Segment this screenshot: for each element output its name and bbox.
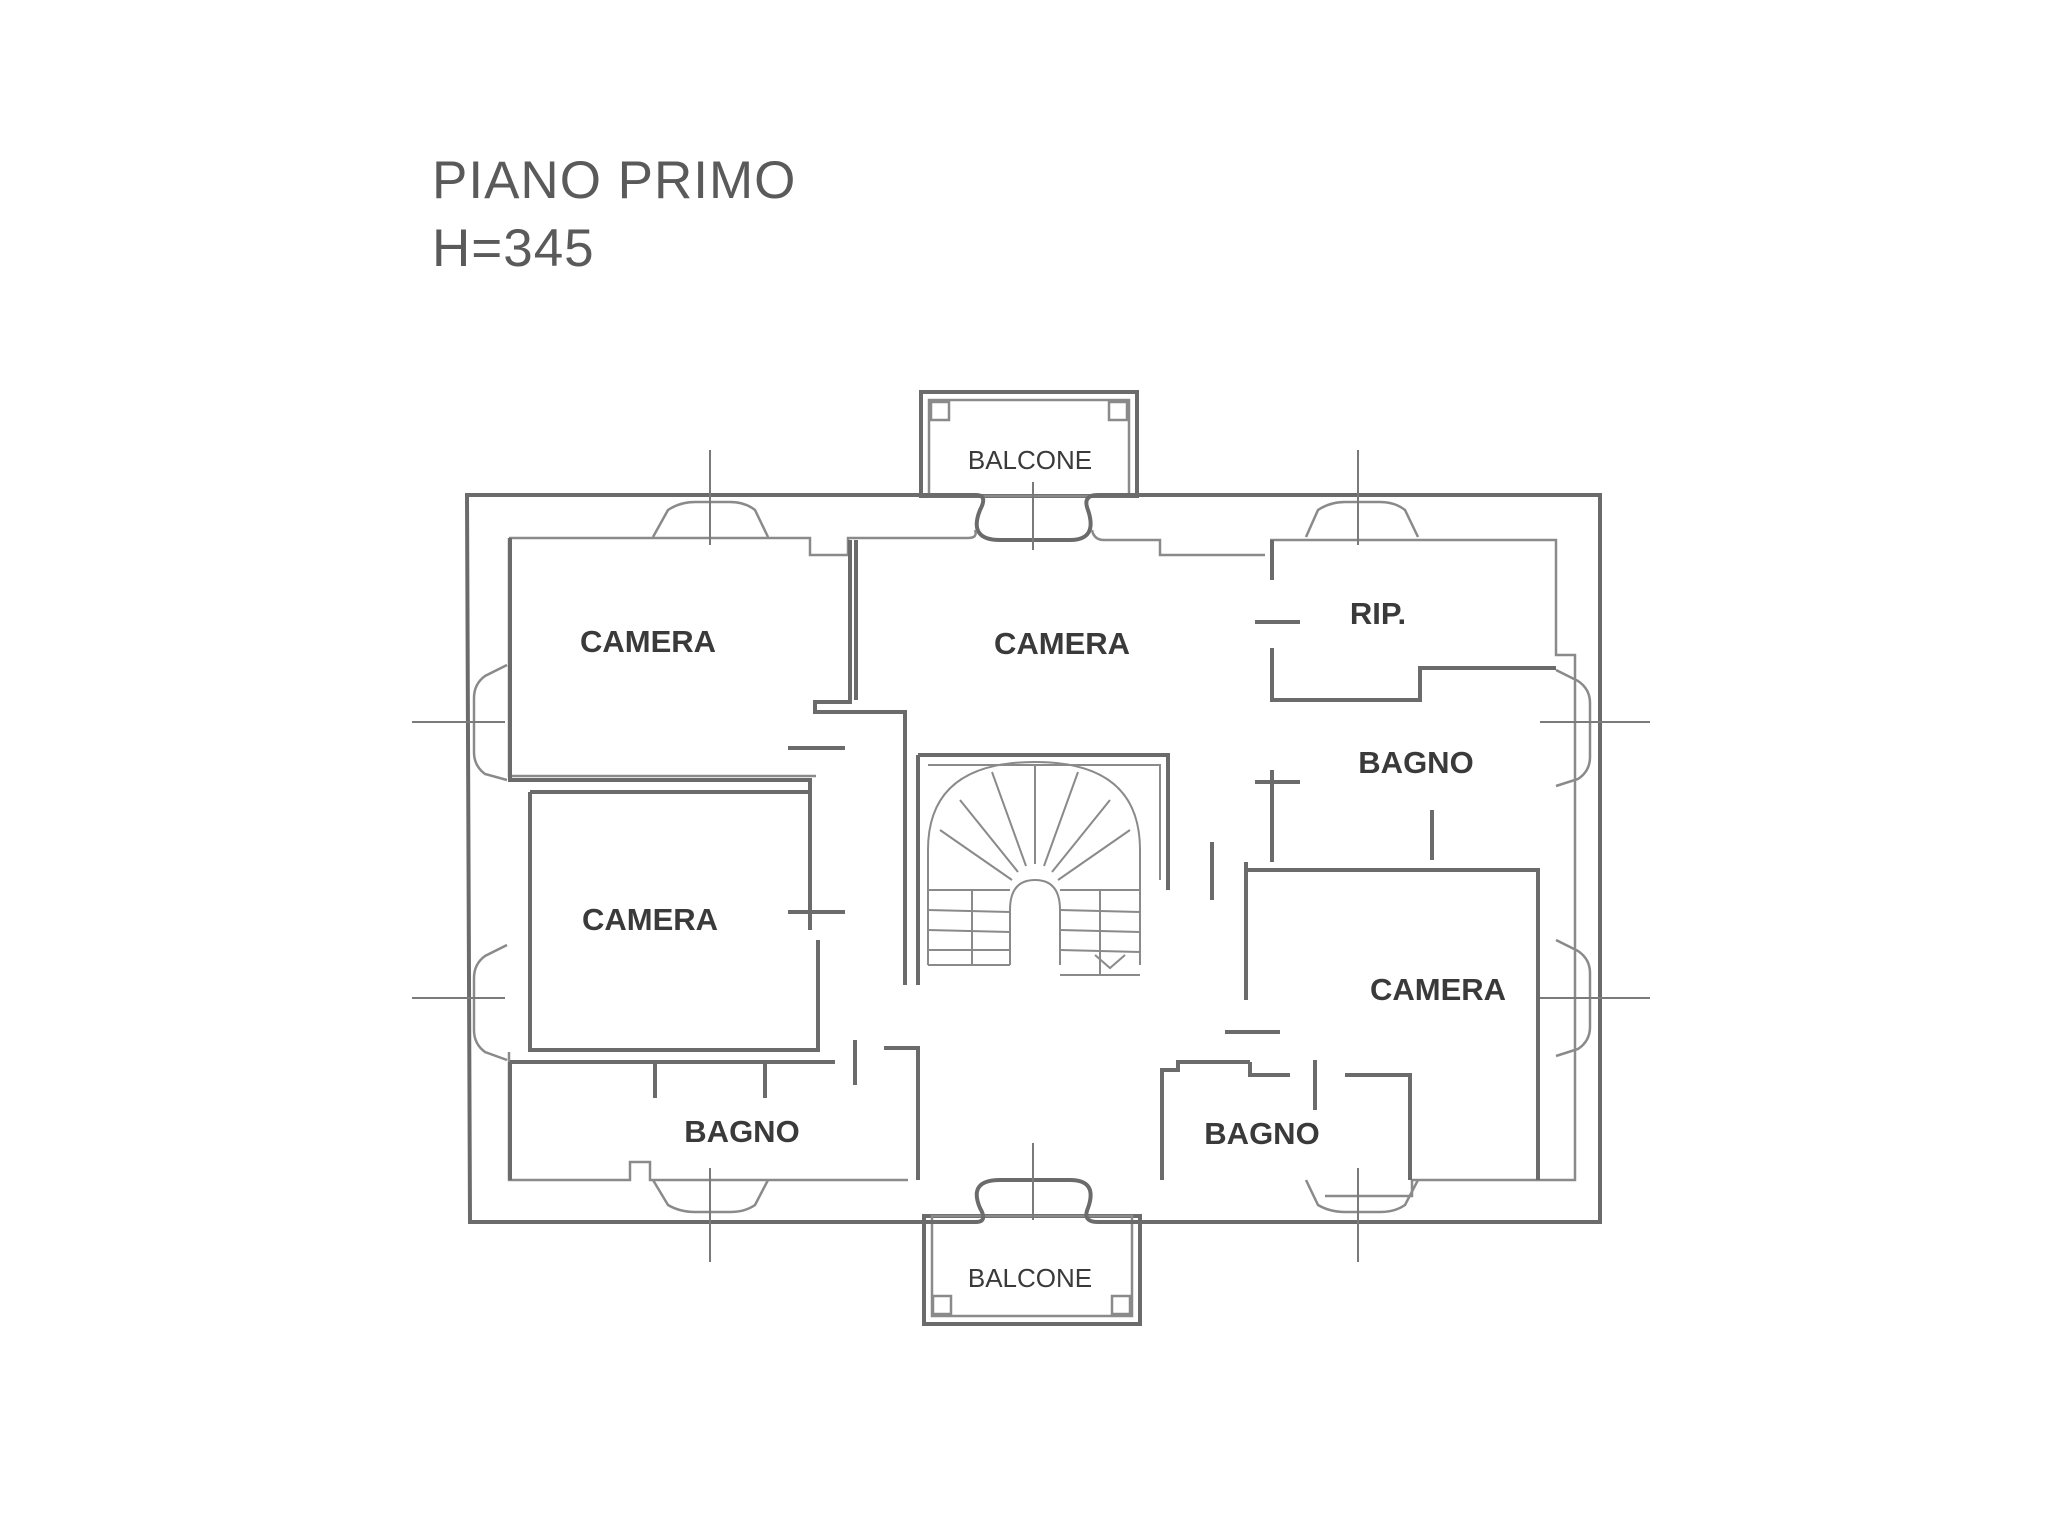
stair-treads bbox=[927, 764, 1141, 975]
room-bagno-bottom-center: BAGNO bbox=[1204, 1116, 1319, 1151]
room-camera-top-left: CAMERA bbox=[580, 624, 716, 659]
balcony-bottom: BALCONE bbox=[922, 1214, 1142, 1326]
plan-height: H=345 bbox=[432, 219, 595, 278]
staircase bbox=[916, 753, 1170, 985]
window-bays bbox=[472, 500, 1592, 1214]
room-ripostiglio: RIP. bbox=[1350, 596, 1406, 631]
room-bagno-right: BAGNO bbox=[1358, 745, 1473, 780]
balcony-top-label: BALCONE bbox=[968, 445, 1092, 475]
room-camera-top-center: CAMERA bbox=[994, 626, 1130, 661]
room-camera-bottom-right: CAMERA bbox=[1370, 972, 1506, 1007]
balcony-bottom-label: BALCONE bbox=[968, 1263, 1092, 1293]
balcony-top: BALCONE bbox=[919, 390, 1139, 498]
room-camera-mid-left: CAMERA bbox=[582, 902, 718, 937]
axis-marks bbox=[412, 450, 1650, 1262]
room-bagno-bottom-left: BAGNO bbox=[684, 1114, 799, 1149]
plan-title: PIANO PRIMO bbox=[432, 151, 796, 210]
interior-walls bbox=[508, 538, 1556, 1180]
